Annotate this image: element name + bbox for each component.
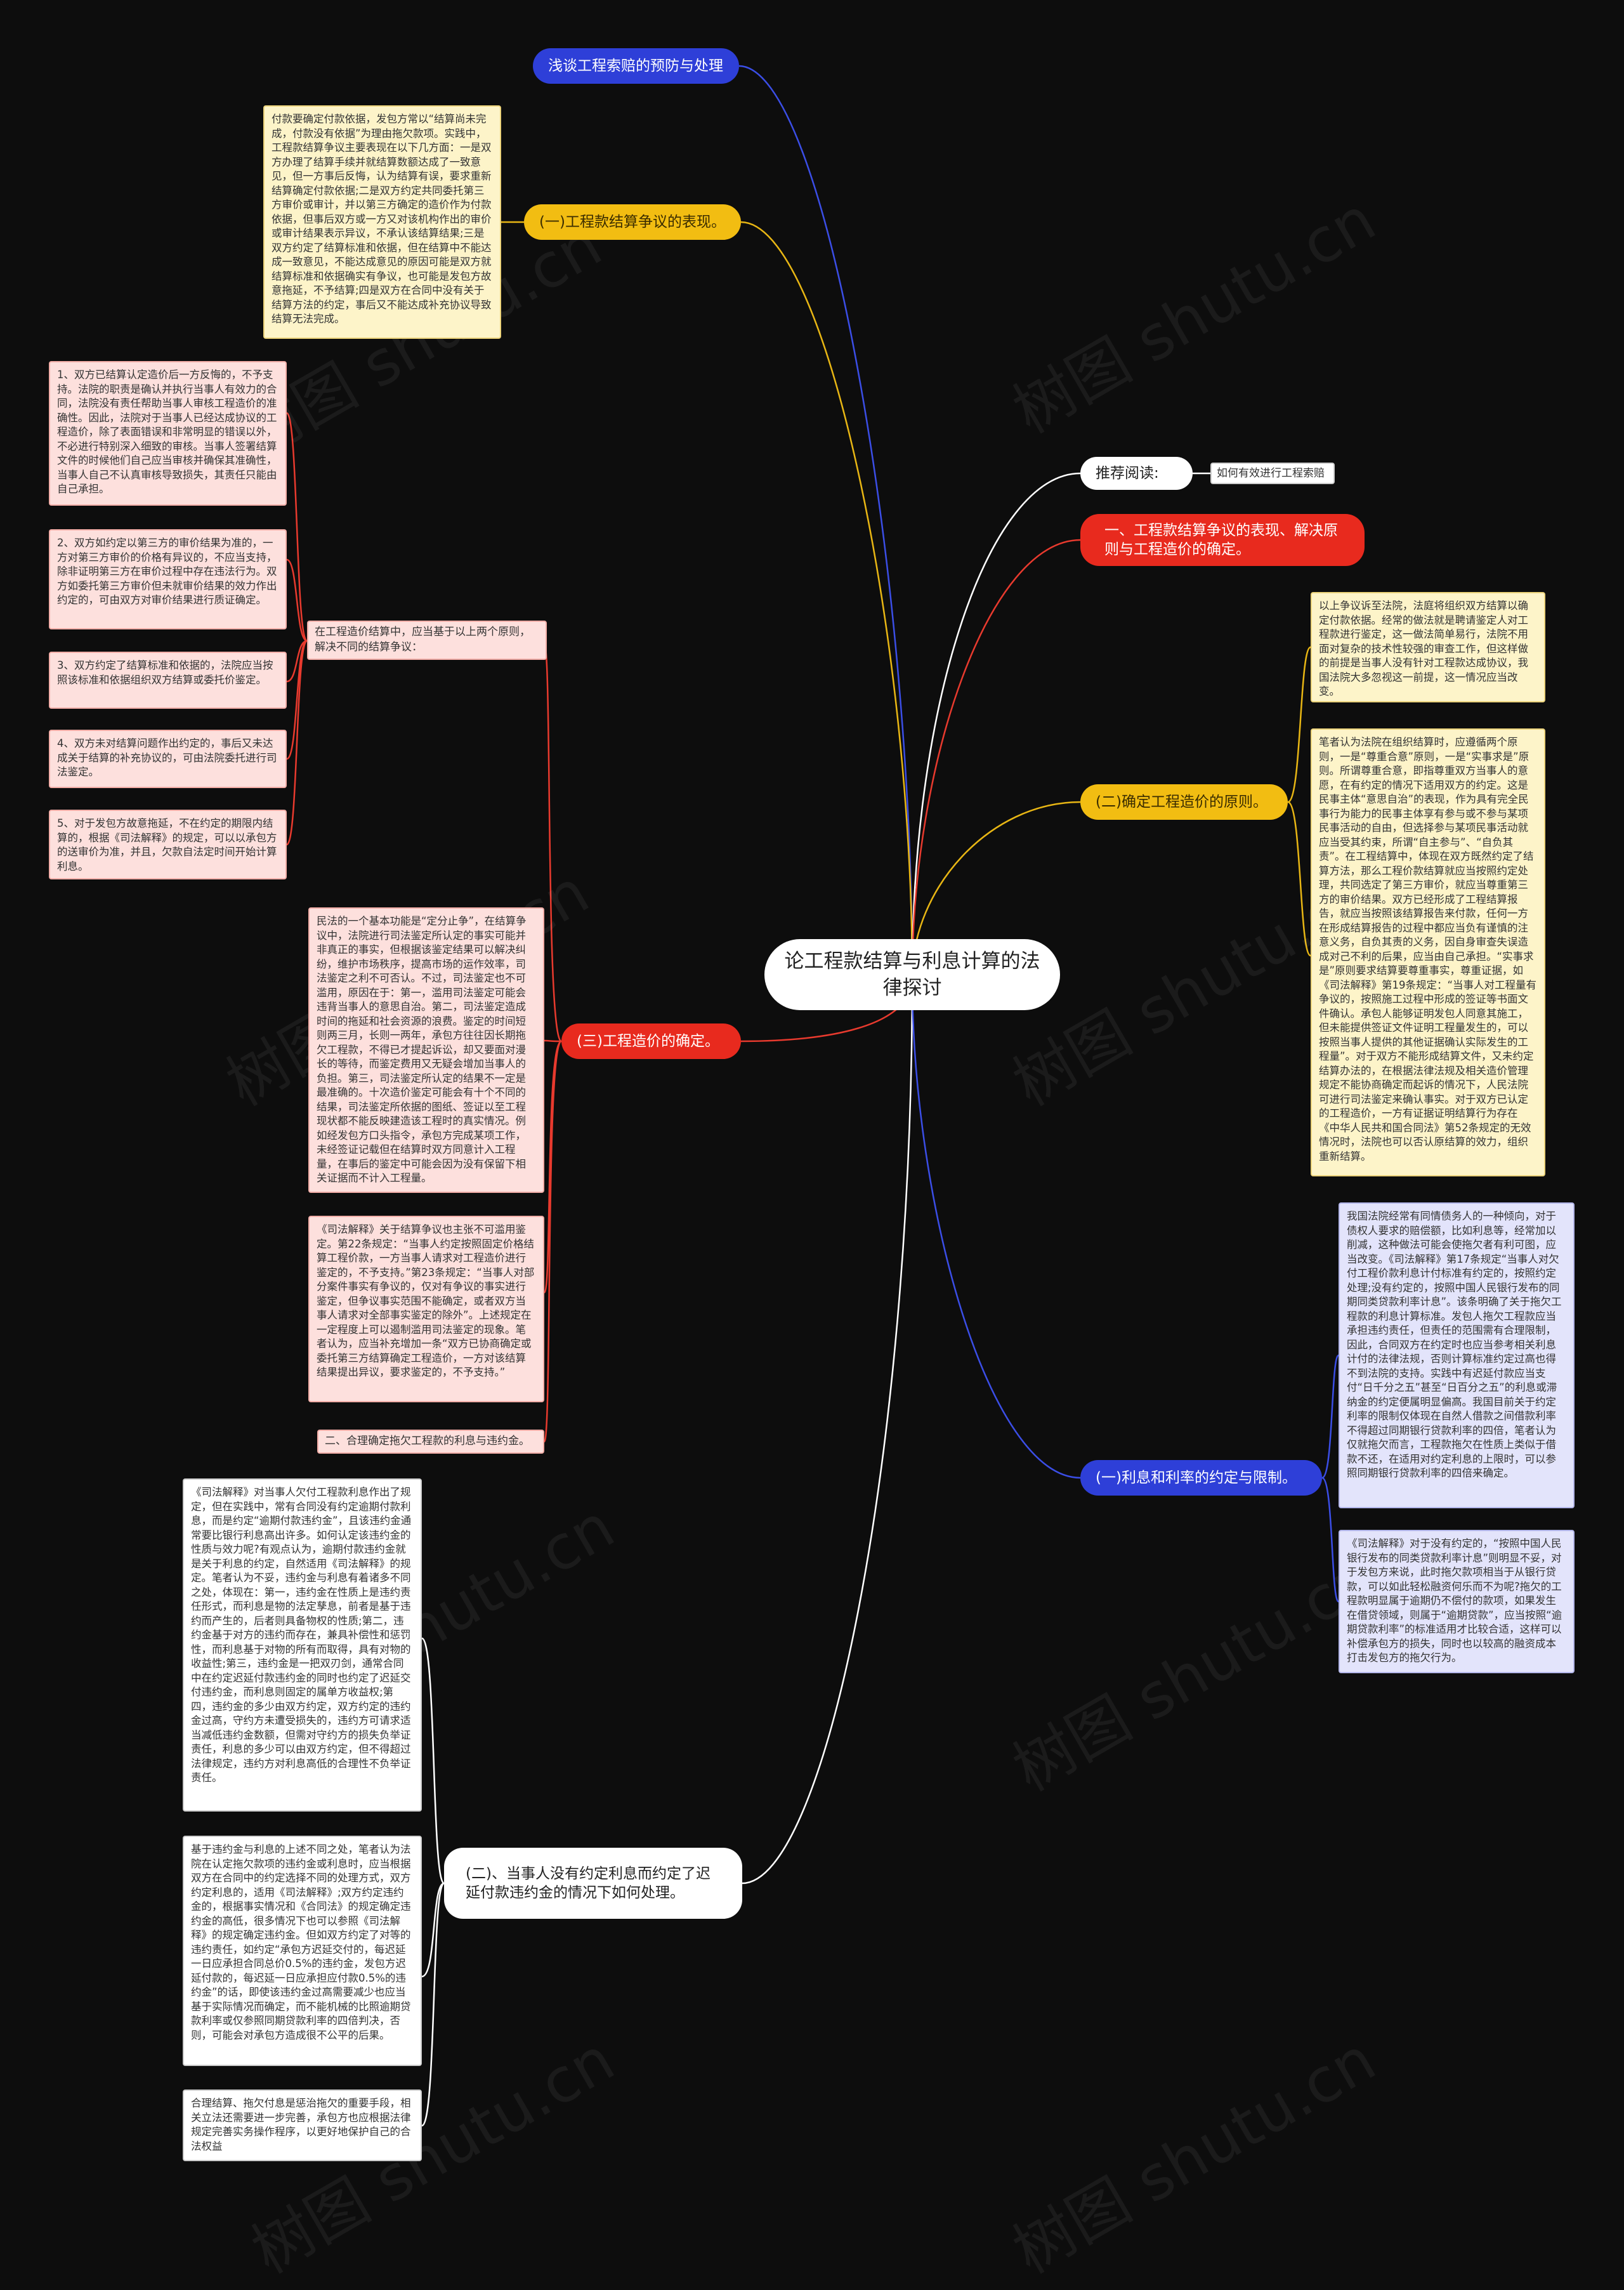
link-principle-bracket	[285, 412, 308, 846]
branch-section-one[interactable]: 一、工程款结算争议的表现、解决原则与工程造价的确定。	[1080, 514, 1365, 566]
branch-label: (一)工程款结算争议的表现。	[539, 214, 726, 230]
note-cost-interpretation: 《司法解释》关于结算争议也主张不可滥用鉴定。第22条规定：“当事人约定按照固定价…	[308, 1216, 544, 1402]
note-dispute-forms: 付款要确定付款依据，发包方常以“结算尚未完成，付款没有依据”为理由拖欠款项。实践…	[263, 105, 501, 339]
label-principle-intro: 在工程造价结算中，应当基于以上两个原则，解决不同的结算争议：	[307, 621, 547, 660]
link-b4-bracket	[421, 1637, 445, 2127]
note-principle-5: 5、对于发包方故意拖延，不在约定的期限内结算的，根据《司法解释》的规定，可以以承…	[49, 810, 287, 879]
note-court-settlement: 以上争议诉至法院，法庭将组织双方结算以确定付款依据。经常的做法就是聘请鉴定人对工…	[1311, 592, 1545, 702]
link-root-b4	[742, 977, 914, 1885]
root-topic-label: 论工程款结算与利息计算的法律探讨	[784, 950, 1040, 999]
connector-lines	[285, 65, 1340, 2127]
recommend-link-label: 如何有效进行工程索赔	[1217, 467, 1325, 480]
branch-label: 一、工程款结算争议的表现、解决原则与工程造价的确定。	[1104, 522, 1338, 558]
branch-no-interest-penalty[interactable]: (二)、当事人没有约定利息而约定了迟延付款违约金的情况下如何处理。	[444, 1848, 742, 1919]
branch-recommend[interactable]: 推荐阅读:	[1080, 457, 1193, 490]
root-topic[interactable]: 论工程款结算与利息计算的法律探讨	[764, 939, 1060, 1010]
link-b3-bracket	[543, 642, 563, 1443]
note-interest-rate: 我国法院经常有同情债务人的一种倾向，对于债权人要求的赔偿额，比如利息等，经常加以…	[1339, 1202, 1575, 1508]
branch-label: (二)、当事人没有约定利息而约定了迟延付款违约金的情况下如何处理。	[466, 1866, 710, 1901]
link-root-b6	[911, 539, 1081, 978]
note-penalty-handling: 基于违约金与利息的上述不同之处，笔者认为法院在认定拖欠款项的违约金或利息时，应当…	[183, 1836, 422, 2066]
link-root-b8	[911, 977, 1081, 1479]
branch-interest-limits[interactable]: (一)利息和利率的约定与限制。	[1080, 1460, 1322, 1496]
branch-label: (二)确定工程造价的原则。	[1096, 794, 1267, 810]
note-principle-1: 1、双方已结算认定造价后一方反悔的，不予支持。法院的职责是确认并执行当事人有效力…	[49, 361, 287, 506]
note-conclusion: 合理结算、拖欠付息是惩治拖欠的重要手段，相关立法还需要进一步完善，承包方也应根据…	[183, 2089, 422, 2161]
branch-claim-prevention[interactable]: 浅谈工程索赔的预防与处理	[533, 48, 739, 84]
branch-label: (三)工程造价的确定。	[577, 1033, 719, 1050]
note-principle-3: 3、双方约定了结算标准和依据的，法院应当按照该标准和依据组织双方结算或委托价鉴定…	[49, 652, 287, 709]
branch-label: 浅谈工程索赔的预防与处理	[548, 58, 723, 74]
recommend-link[interactable]: 如何有效进行工程索赔	[1210, 463, 1335, 484]
note-cost-judicial: 民法的一个基本功能是“定分止争”，在结算争议中，法院进行司法鉴定所认定的事实可能…	[308, 907, 544, 1193]
branch-label: (一)利息和利率的约定与限制。	[1096, 1470, 1297, 1486]
branch-label: 推荐阅读:	[1096, 465, 1159, 482]
note-two-principles: 笔者认为法院在组织结算时，应遵循两个原则，一是“尊重合意”原则，一是“实事求是”…	[1311, 728, 1545, 1176]
branch-dispute-forms[interactable]: (一)工程款结算争议的表现。	[524, 204, 741, 240]
label-interest-title: 二、合理确定拖欠工程款的利息与违约金。	[317, 1430, 544, 1454]
link-b7-bracket	[1287, 646, 1312, 957]
branch-cost-principles[interactable]: (二)确定工程造价的原则。	[1080, 784, 1288, 820]
link-b8-bracket	[1321, 1354, 1340, 1603]
branch-cost-determination[interactable]: (三)工程造价的确定。	[561, 1023, 741, 1059]
note-penalty-vs-interest: 《司法解释》对当事人欠付工程款利息作出了规定，但在实践中，常有合同没有约定逾期付…	[183, 1478, 422, 1812]
link-root-b1	[738, 65, 914, 978]
link-root-b5	[911, 472, 1081, 978]
note-interest-no-agreement: 《司法解释》对于没有约定的，“按照中国人民银行发布的同类贷款利率计息”则明显不妥…	[1339, 1530, 1575, 1673]
note-principle-4: 4、双方未对结算问题作出约定的，事后又未达成关于结算的补充协议的，可由法院委托进…	[49, 730, 287, 788]
link-root-b2	[740, 221, 914, 978]
note-principle-2: 2、双方如约定以第三方的审价结果为准的，一方对第三方审价的价格有异议的，不应当支…	[49, 529, 287, 629]
